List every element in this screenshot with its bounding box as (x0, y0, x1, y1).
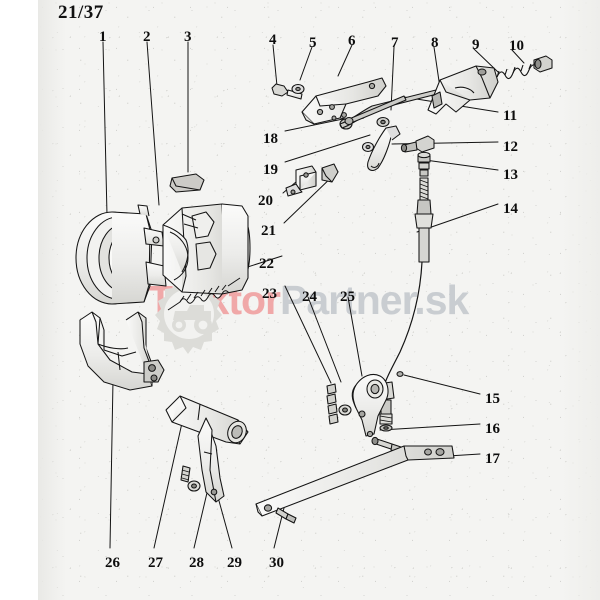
page-title: 21/37 (58, 2, 104, 23)
part-3-pad-block (170, 174, 204, 192)
part-5-washer (292, 85, 304, 94)
callout-number-4: 4 (269, 32, 277, 48)
part-8-housing-bracket (428, 66, 498, 114)
part-25-bell-crank (352, 374, 388, 436)
callout-number-12: 12 (503, 139, 518, 155)
part-5-washer-b (363, 143, 374, 152)
part-22-tension-spring (168, 278, 240, 310)
callout-number-30: 30 (269, 555, 284, 571)
part-23-cotter-pin (327, 384, 338, 424)
callout-number-27: 27 (148, 555, 163, 571)
callout-number-2: 2 (143, 29, 151, 45)
callout-number-26: 26 (105, 555, 120, 571)
part-10-bushing (534, 56, 552, 72)
callout-number-24: 24 (302, 289, 317, 305)
callout-number-22: 22 (259, 256, 274, 272)
part-12-clevis (401, 136, 434, 152)
callout-number-23: 23 (262, 286, 277, 302)
part-4-bolt (272, 84, 302, 99)
part-24-washer-set (339, 405, 351, 415)
part-20-angle-bracket (286, 166, 316, 196)
part-21-wedge-key (322, 164, 338, 182)
part-15-cable-end-fitting (397, 372, 403, 377)
callout-number-1: 1 (99, 29, 107, 45)
part-19-bell-lever (368, 118, 400, 171)
callout-number-15: 15 (485, 391, 500, 407)
callout-number-19: 19 (263, 162, 278, 178)
callout-number-6: 6 (348, 33, 356, 49)
callout-number-29: 29 (227, 555, 242, 571)
callout-number-3: 3 (184, 29, 192, 45)
part-30-dowel-pin (276, 508, 296, 523)
callout-number-14: 14 (503, 201, 518, 217)
callout-number-21: 21 (261, 223, 276, 239)
part-29-nut (188, 481, 200, 491)
part-11-pivot-rod (345, 96, 406, 125)
part-1-release-bearing (76, 205, 166, 304)
part-28-set-screw (181, 466, 190, 482)
part-6-bracket-plate (302, 78, 386, 124)
callout-number-7: 7 (391, 35, 399, 51)
part-27-cross-shaft-lever (166, 396, 249, 502)
callout-number-16: 16 (485, 421, 500, 437)
callout-number-9: 9 (472, 37, 480, 53)
callout-number-25: 25 (340, 289, 355, 305)
callout-number-11: 11 (503, 108, 518, 124)
callout-number-18: 18 (263, 131, 278, 147)
callout-number-10: 10 (509, 38, 524, 54)
callout-number-13: 13 (503, 167, 518, 183)
callout-number-5: 5 (309, 35, 317, 51)
callout-number-20: 20 (258, 193, 273, 209)
part-9-coil-spring (497, 64, 537, 79)
part-17-link-rod (256, 446, 454, 516)
part-13-adjuster-nut (418, 152, 430, 176)
part-2-release-bearing-carrier (163, 204, 250, 294)
part-26-release-fork (80, 312, 164, 390)
callout-number-28: 28 (189, 555, 204, 571)
callout-number-17: 17 (485, 451, 500, 467)
callout-number-8: 8 (431, 35, 439, 51)
